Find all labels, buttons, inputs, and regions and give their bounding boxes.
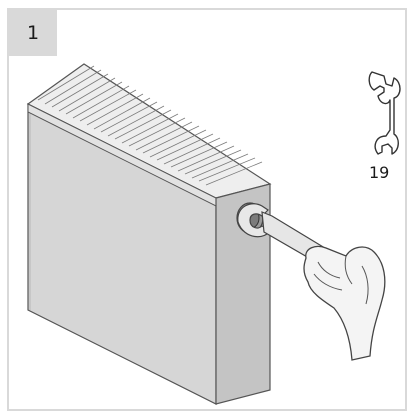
hand-illustration: [303, 245, 386, 361]
wrench-size-label: 19: [369, 163, 390, 182]
radiator-side-face: [215, 183, 271, 405]
radiator-grille: [37, 65, 263, 186]
step-number: 1: [26, 22, 40, 44]
step-number-badge: 1: [9, 10, 57, 56]
radiator: [26, 63, 272, 405]
open-end-wrench-icon: [368, 71, 401, 155]
